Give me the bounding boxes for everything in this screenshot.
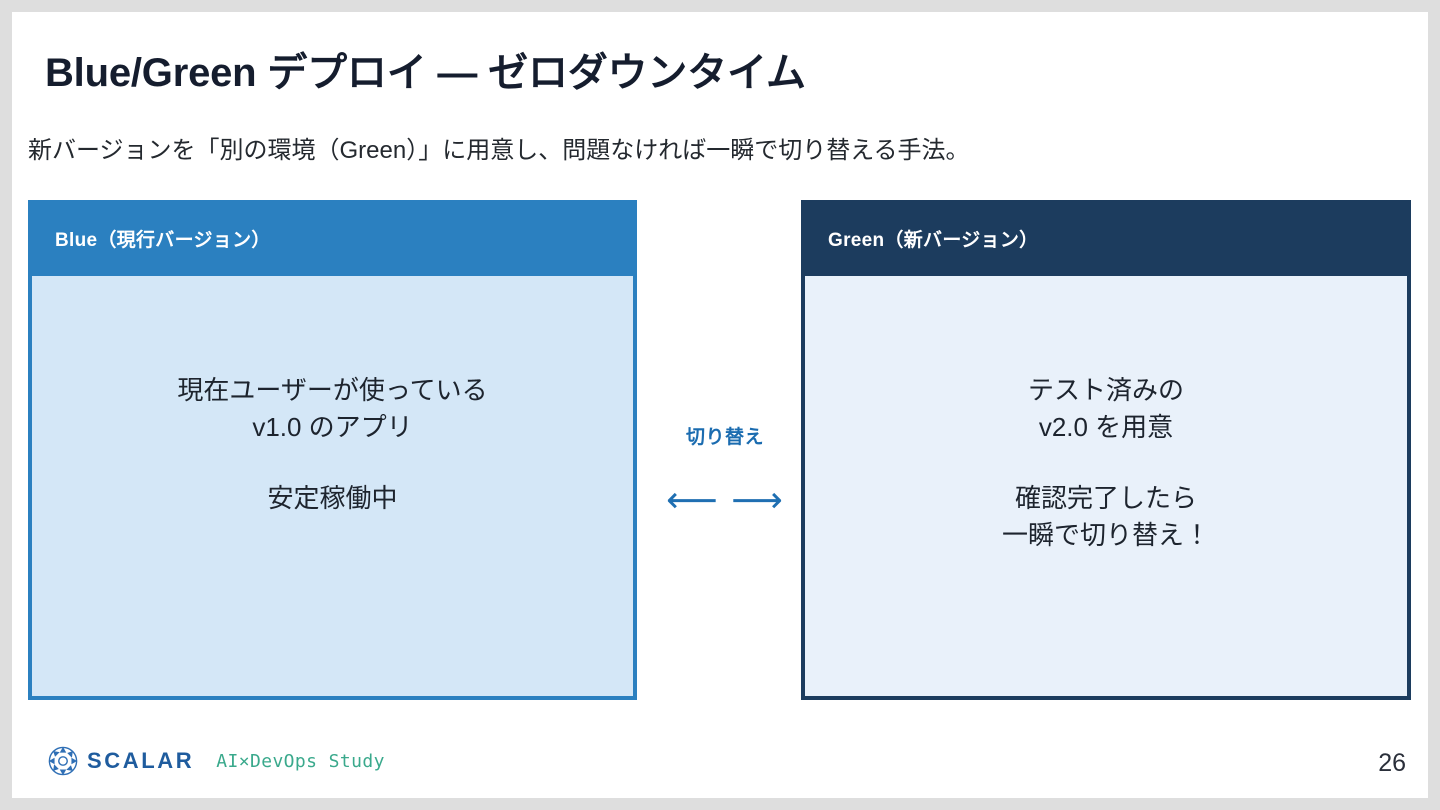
blue-body-status: 安定稼働中 xyxy=(267,482,398,513)
brand-wordmark: SCALAR xyxy=(87,748,195,773)
bidirectional-arrow-icon: ⟵ ⟶ xyxy=(666,480,784,521)
blue-body-line-2: v1.0 のアプリ xyxy=(252,411,413,442)
footer-tagline: AI×DevOps Study xyxy=(216,750,385,772)
green-body-line-1: テスト済みの xyxy=(1027,375,1184,405)
page-subtitle: 新バージョンを「別の環境（Green）」に用意し、問題なければ一瞬で切り替える手… xyxy=(28,137,970,164)
switch-label: 切り替え xyxy=(685,427,764,448)
page-title: Blue/Green デプロイ — ゼロダウンタイム xyxy=(45,51,806,95)
page-number: 26 xyxy=(1378,749,1406,777)
blue-card-header-label: Blue（現行バージョン） xyxy=(55,229,271,251)
blue-card-header: Blue（現行バージョン） xyxy=(28,200,637,276)
blue-environment-card: Blue（現行バージョン） 現在ユーザーが使っている v1.0 のアプリ 安定稼… xyxy=(28,200,637,700)
blue-body-line-1: 現在ユーザーが使っている xyxy=(177,375,488,405)
scalar-emblem-icon xyxy=(48,746,78,776)
green-card-body: テスト済みの v2.0 を用意 確認完了したら 一瞬で切り替え！ xyxy=(801,276,1411,700)
switch-indicator: 切り替え ⟵ ⟶ xyxy=(649,422,801,519)
green-card-header-label: Green（新バージョン） xyxy=(828,229,1039,251)
green-body-line-3: 確認完了したら xyxy=(1014,482,1197,513)
slide-canvas: Blue/Green デプロイ — ゼロダウンタイム 新バージョンを「別の環境（… xyxy=(12,12,1428,798)
blue-card-body: 現在ユーザーが使っている v1.0 のアプリ 安定稼働中 xyxy=(28,276,637,700)
green-body-line-2: v2.0 を用意 xyxy=(1038,411,1174,442)
green-environment-card: Green（新バージョン） テスト済みの v2.0 を用意 確認完了したら 一瞬… xyxy=(801,200,1411,700)
green-card-header: Green（新バージョン） xyxy=(801,200,1411,276)
footer-brand: SCALAR AI×DevOps Study xyxy=(48,746,385,776)
green-body-line-4: 一瞬で切り替え！ xyxy=(1001,519,1210,550)
